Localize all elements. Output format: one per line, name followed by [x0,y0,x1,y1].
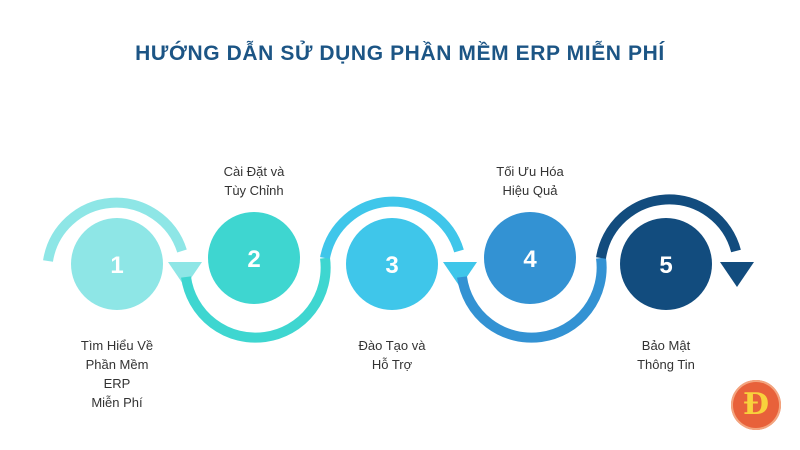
step-5-arrowhead [720,262,754,287]
step-5-label: Bảo Mật Thông Tin [596,336,736,374]
step-3-label-line: Đào Tạo và [358,338,426,353]
step-1-label-line: Miễn Phí [91,395,143,410]
step-4-arc [457,257,607,343]
step-2-number: 2 [247,246,260,273]
step-2-circle [208,212,300,304]
step-4-label-line: Tối Ưu Hóa [496,164,564,179]
step-1-label-line: Phần Mềm [85,357,149,372]
step-4-number: 4 [523,246,537,273]
step-3-arc [320,196,464,259]
step-5-label-line: Bảo Mật [641,338,691,353]
step-2-label-line: Tùy Chỉnh [224,183,284,198]
step-1-circle [71,218,163,310]
step-5-label-line: Thông Tin [637,357,695,372]
step-3-number: 3 [385,252,398,279]
step-1-label: Tìm Hiểu Về Phần Mềm ERP Miễn Phí [47,336,187,412]
step-2-label-line: Cài Đặt và [223,164,285,179]
step-3-label: Đào Tạo và Hỗ Trợ [322,336,462,374]
step-4-label: Tối Ưu Hóa Hiệu Quả [460,162,600,200]
step-3-arrowhead [443,262,477,287]
step-3-label-line: Hỗ Trợ [371,357,413,372]
step-2-label: Cài Đặt và Tùy Chỉnh [184,162,324,200]
step-5-arc [596,194,741,259]
page-title: HƯỚNG DẪN SỬ DỤNG PHẦN MỀM ERP MIỄN PHÍ [135,42,665,65]
step-5-number: 5 [659,252,672,279]
dong-coin-logo-icon: Đ [731,380,781,430]
step-2-arc [181,257,331,343]
step-1-label-line: Tìm Hiểu Về [80,338,154,353]
logo-letter: Đ [742,387,770,422]
step-3-circle [346,218,438,310]
step-4-label-line: Hiệu Quả [502,183,558,198]
step-4-circle [484,212,576,304]
step-1-arrowhead [168,262,202,287]
step-1-label-line: ERP [103,376,131,391]
step-1-arc [43,197,187,262]
step-5-circle [620,218,712,310]
step-1-number: 1 [110,252,123,279]
